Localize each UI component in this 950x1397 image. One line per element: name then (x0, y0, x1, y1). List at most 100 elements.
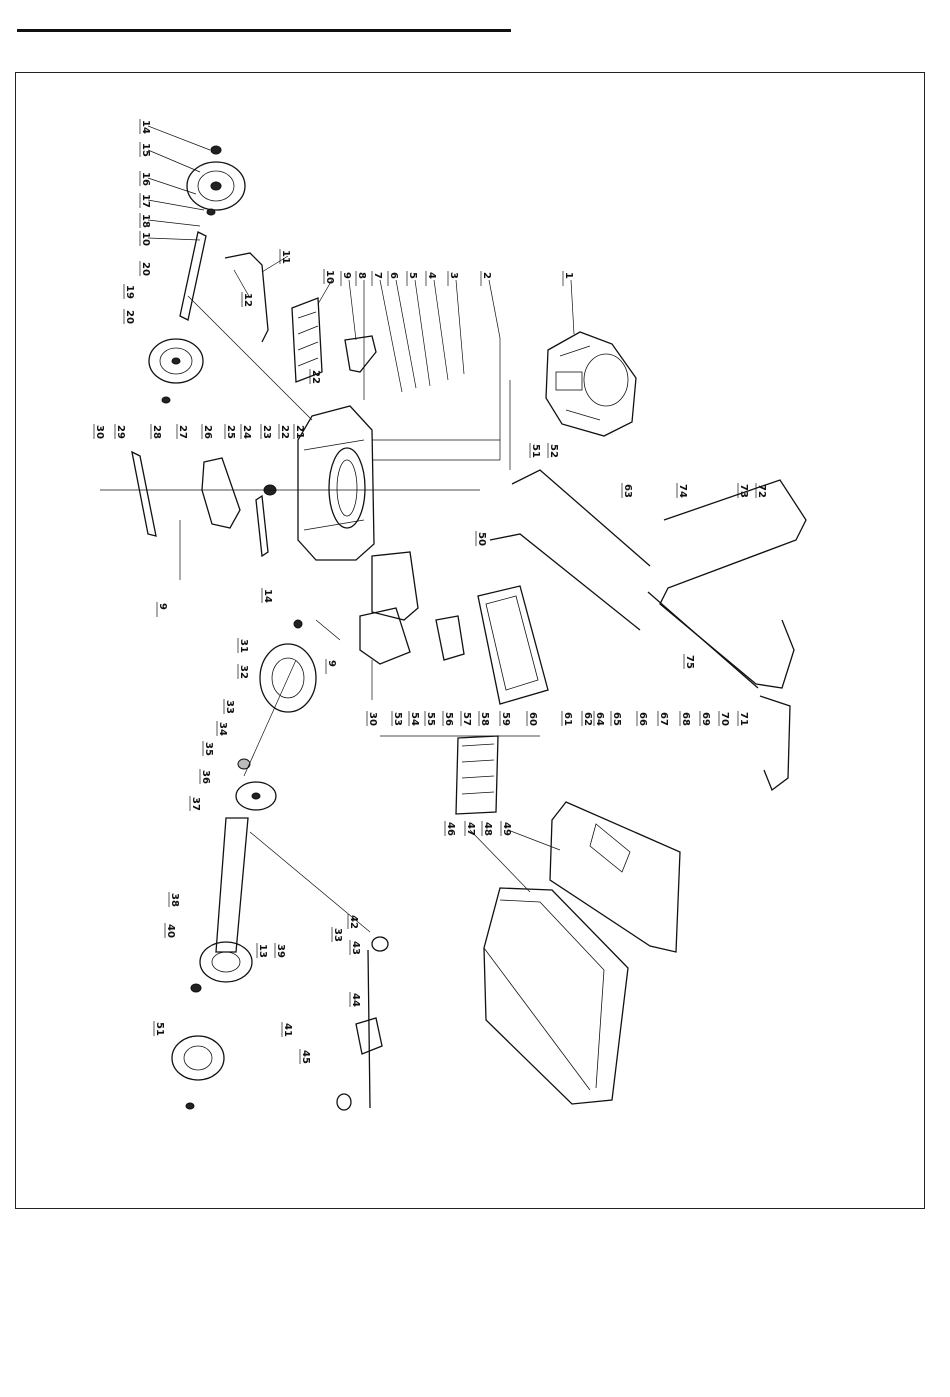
part-label-11: 11 (280, 250, 291, 264)
part-label-2: 2 (481, 272, 492, 279)
part-label-56: 56 (443, 712, 454, 726)
part-label-71: 71 (738, 712, 749, 726)
front-axle (216, 818, 248, 952)
part-label-47: 47 (465, 822, 476, 836)
part-label-6: 6 (388, 272, 399, 279)
front-wheel-right (260, 620, 316, 712)
control-bail (760, 696, 790, 790)
part-label-32: 32 (238, 665, 249, 679)
part-label-33: 33 (224, 700, 235, 714)
part-label-51: 51 (530, 444, 541, 458)
part-label-37: 37 (190, 797, 201, 811)
part-label-20a: 20 (140, 262, 151, 276)
part-label-35: 35 (203, 742, 214, 756)
part-label-61: 61 (562, 712, 573, 726)
part-label-9a: 9 (341, 272, 352, 279)
part-label-55: 55 (425, 712, 436, 726)
part-label-26: 26 (202, 425, 213, 439)
gearbox (337, 937, 388, 1110)
part-label-10a: 10 (140, 232, 151, 246)
handle-upper (648, 480, 806, 688)
blade-assembly (100, 452, 480, 556)
part-label-50: 50 (476, 532, 487, 546)
part-label-57: 57 (461, 712, 472, 726)
part-label-39: 39 (275, 944, 286, 958)
grass-bag-frame (456, 736, 680, 952)
part-label-70: 70 (719, 712, 730, 726)
part-label-4: 4 (426, 272, 437, 279)
part-label-36: 36 (200, 770, 211, 784)
part-label-62: 62 (582, 712, 593, 726)
rear-axle-bracket (180, 232, 268, 342)
part-label-42: 42 (348, 915, 359, 929)
part-label-65: 65 (611, 712, 622, 726)
part-label-66: 66 (637, 712, 648, 726)
part-label-73: 73 (738, 484, 749, 498)
part-label-16: 16 (140, 172, 151, 186)
part-label-72: 72 (756, 484, 767, 498)
part-label-15: 15 (140, 143, 151, 157)
rear-wheel-top (187, 146, 245, 215)
part-label-13: 13 (257, 944, 268, 958)
leader-lines (148, 126, 574, 932)
part-label-67: 67 (658, 712, 669, 726)
chute-housing (360, 552, 464, 664)
part-label-22: 22 (310, 370, 321, 384)
part-label-7: 7 (372, 272, 383, 279)
part-label-75: 75 (684, 655, 695, 669)
mower-deck (298, 406, 374, 560)
part-label-14b: 14 (262, 589, 273, 603)
part-label-5: 5 (407, 272, 418, 279)
part-label-1: 1 (563, 272, 574, 279)
part-label-45: 45 (300, 1050, 311, 1064)
part-label-51b: 51 (154, 1022, 165, 1036)
part-label-58: 58 (479, 712, 490, 726)
part-label-43: 43 (350, 941, 361, 955)
part-label-46: 46 (445, 822, 456, 836)
part-label-63: 63 (622, 484, 633, 498)
part-label-49: 49 (501, 822, 512, 836)
mulch-plug (292, 298, 376, 382)
part-label-24: 24 (241, 425, 252, 439)
part-label-68: 68 (680, 712, 691, 726)
rear-wheel-left (149, 339, 203, 403)
part-label-12: 12 (242, 293, 253, 307)
part-label-10b: 10 (324, 270, 335, 284)
part-label-33b: 33 (332, 928, 343, 942)
part-label-28: 28 (151, 425, 162, 439)
bag-frame-top (478, 586, 548, 704)
part-label-48: 48 (482, 822, 493, 836)
part-label-40: 40 (165, 924, 176, 938)
part-label-38: 38 (169, 893, 180, 907)
part-label-54: 54 (409, 712, 420, 726)
part-label-41: 41 (282, 1023, 293, 1037)
part-label-22b: 22 (279, 425, 290, 439)
part-label-44: 44 (350, 993, 361, 1007)
drive-hub (236, 759, 276, 810)
part-label-30: 30 (94, 425, 105, 439)
part-label-64: 64 (594, 712, 605, 726)
front-wheel-left (191, 942, 252, 992)
part-label-29: 29 (115, 425, 126, 439)
grass-bag (484, 888, 628, 1104)
part-label-53: 53 (392, 712, 403, 726)
engine (546, 332, 636, 436)
part-label-18: 18 (140, 214, 151, 228)
front-wheel-bottom (172, 1036, 224, 1109)
part-label-17: 17 (140, 194, 151, 208)
part-label-27: 27 (177, 425, 188, 439)
part-label-25: 25 (225, 425, 236, 439)
part-label-8: 8 (356, 272, 367, 279)
part-label-20b: 20 (124, 310, 135, 324)
part-label-3: 3 (448, 272, 459, 279)
part-label-21: 21 (294, 425, 305, 439)
part-label-60: 60 (527, 712, 538, 726)
part-label-19: 19 (124, 285, 135, 299)
part-label-69: 69 (700, 712, 711, 726)
part-label-14: 14 (140, 120, 151, 134)
part-label-31: 31 (238, 639, 249, 653)
part-label-34: 34 (217, 722, 228, 736)
part-label-74: 74 (677, 484, 688, 498)
part-label-9b: 9 (157, 603, 168, 610)
